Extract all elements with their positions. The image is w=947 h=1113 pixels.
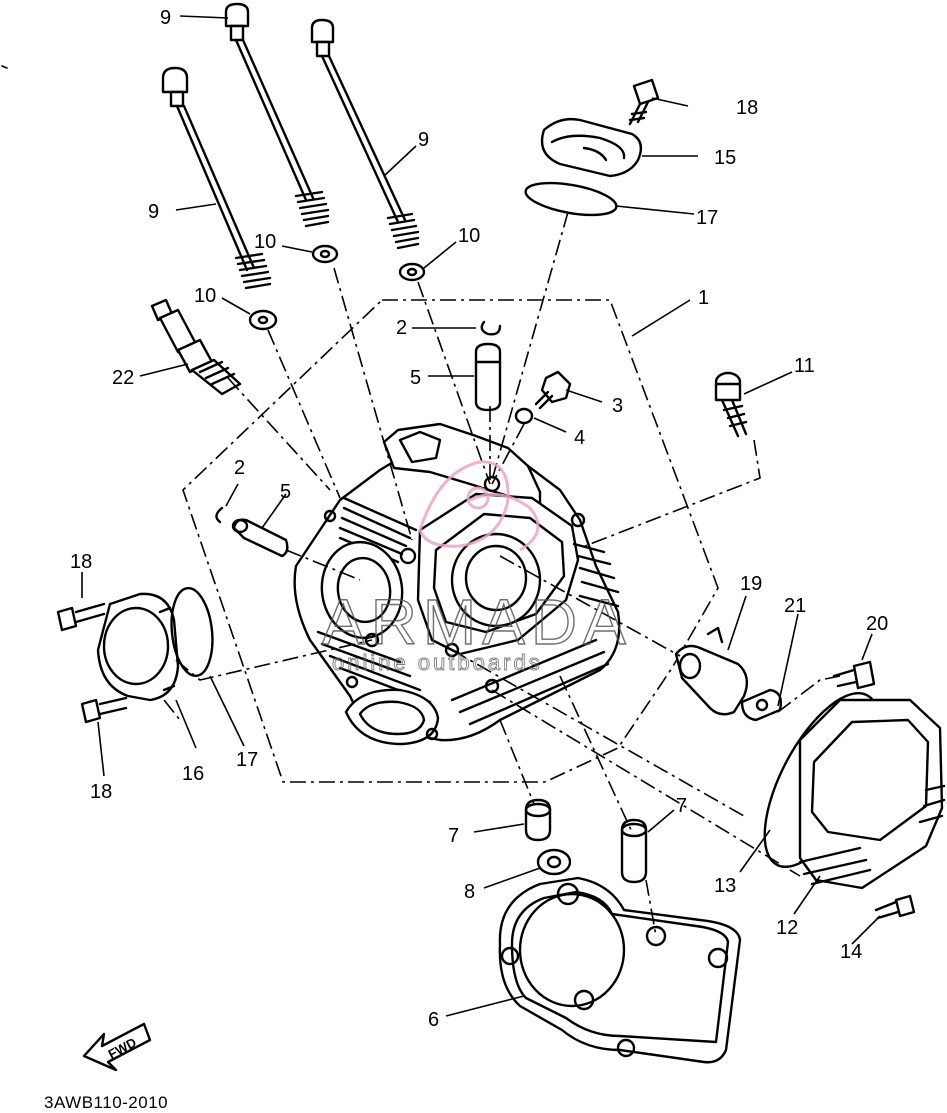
- spark-plug: [150, 298, 242, 396]
- bolt-14: [874, 894, 916, 920]
- watermark-sub: online outboards: [332, 650, 543, 675]
- watermark: ARMADA online outboards: [321, 460, 632, 675]
- callout-21: 21: [784, 595, 806, 617]
- callout-15: 15: [714, 147, 736, 169]
- callout-3: 3: [612, 395, 623, 417]
- bolt-18-left-upper: [56, 602, 106, 632]
- callout-2: 2: [396, 317, 407, 339]
- dowel-5-lower: [231, 518, 289, 558]
- stud-bolt-middle: [224, 2, 330, 228]
- callout-9: 9: [148, 201, 159, 223]
- diagram-code: 3AWB110-2010: [44, 1093, 168, 1112]
- washer-10-left: [248, 309, 278, 331]
- callout-12: 12: [776, 917, 798, 939]
- callout-16: 16: [182, 763, 204, 785]
- cylinder-head: [293, 422, 621, 746]
- fwd-label: FWD: [106, 1035, 139, 1062]
- callout-7: 7: [448, 825, 459, 847]
- callout-1: 1: [698, 287, 709, 309]
- callout-13: 13: [714, 875, 736, 897]
- fwd-arrow-icon: FWD: [82, 1022, 152, 1072]
- clip-2-lower: [215, 506, 224, 524]
- callout-10: 10: [458, 225, 480, 247]
- scan-mark: [1, 65, 8, 69]
- washer-8: [536, 848, 572, 876]
- callout-5: 5: [410, 367, 421, 389]
- dowel-7-left: [524, 798, 552, 842]
- callout-18: 18: [736, 97, 758, 119]
- o-ring-17-left: [170, 586, 214, 678]
- bolt-11: [714, 371, 748, 438]
- stud-bolt-right: [310, 18, 420, 250]
- dowel-7-right: [620, 818, 648, 884]
- clip-2-upper: [480, 320, 502, 336]
- callout-11: 11: [794, 355, 815, 377]
- callout-17: 17: [696, 207, 718, 229]
- callout-8: 8: [464, 881, 475, 903]
- watermark-main: ARMADA: [322, 586, 632, 658]
- callout-2: 2: [234, 457, 245, 479]
- cylinder-head-cover-12: [798, 698, 946, 890]
- callout-9: 9: [418, 129, 429, 151]
- callout-18: 18: [70, 551, 92, 573]
- callout-22: 22: [112, 367, 134, 389]
- bolt-3: [534, 370, 572, 410]
- head-gasket-6: [498, 876, 742, 1064]
- callout-14: 14: [840, 941, 862, 963]
- callout-7: 7: [676, 795, 687, 817]
- washer-4: [514, 407, 534, 425]
- callout-6: 6: [428, 1009, 439, 1031]
- bolt-20: [832, 660, 876, 690]
- stud-bolt-left: [161, 66, 272, 290]
- callout-19: 19: [740, 573, 762, 595]
- callout-10: 10: [254, 231, 276, 253]
- alignment-lines: [163, 211, 841, 937]
- callout-labels: 9 9 9 18 15 17 10 10 10 1 2 5 22 3 11 4 …: [70, 7, 888, 1031]
- tappet-cover-15: [540, 117, 643, 178]
- part-19-fitting: [674, 626, 749, 716]
- watermark-logo-icon: [418, 460, 540, 552]
- callout-18: 18: [90, 781, 112, 803]
- callout-10: 10: [194, 285, 216, 307]
- gasket-21: [740, 688, 783, 722]
- callout-17: 17: [236, 749, 258, 771]
- tappet-cover-16: [96, 592, 180, 702]
- callout-9: 9: [160, 7, 171, 29]
- bolt-18-left-lower: [80, 696, 128, 724]
- bolt-18-top: [628, 78, 660, 126]
- o-ring-17-top: [524, 181, 618, 217]
- cylinder-head-assembly-boundary: [182, 299, 719, 783]
- leader-lines: [81, 15, 881, 1017]
- washer-10-right: [398, 262, 426, 282]
- washer-10-middle: [311, 244, 339, 264]
- callout-20: 20: [866, 613, 888, 635]
- callout-5: 5: [280, 481, 291, 503]
- dowel-5-upper: [474, 342, 502, 412]
- callout-4: 4: [574, 427, 585, 449]
